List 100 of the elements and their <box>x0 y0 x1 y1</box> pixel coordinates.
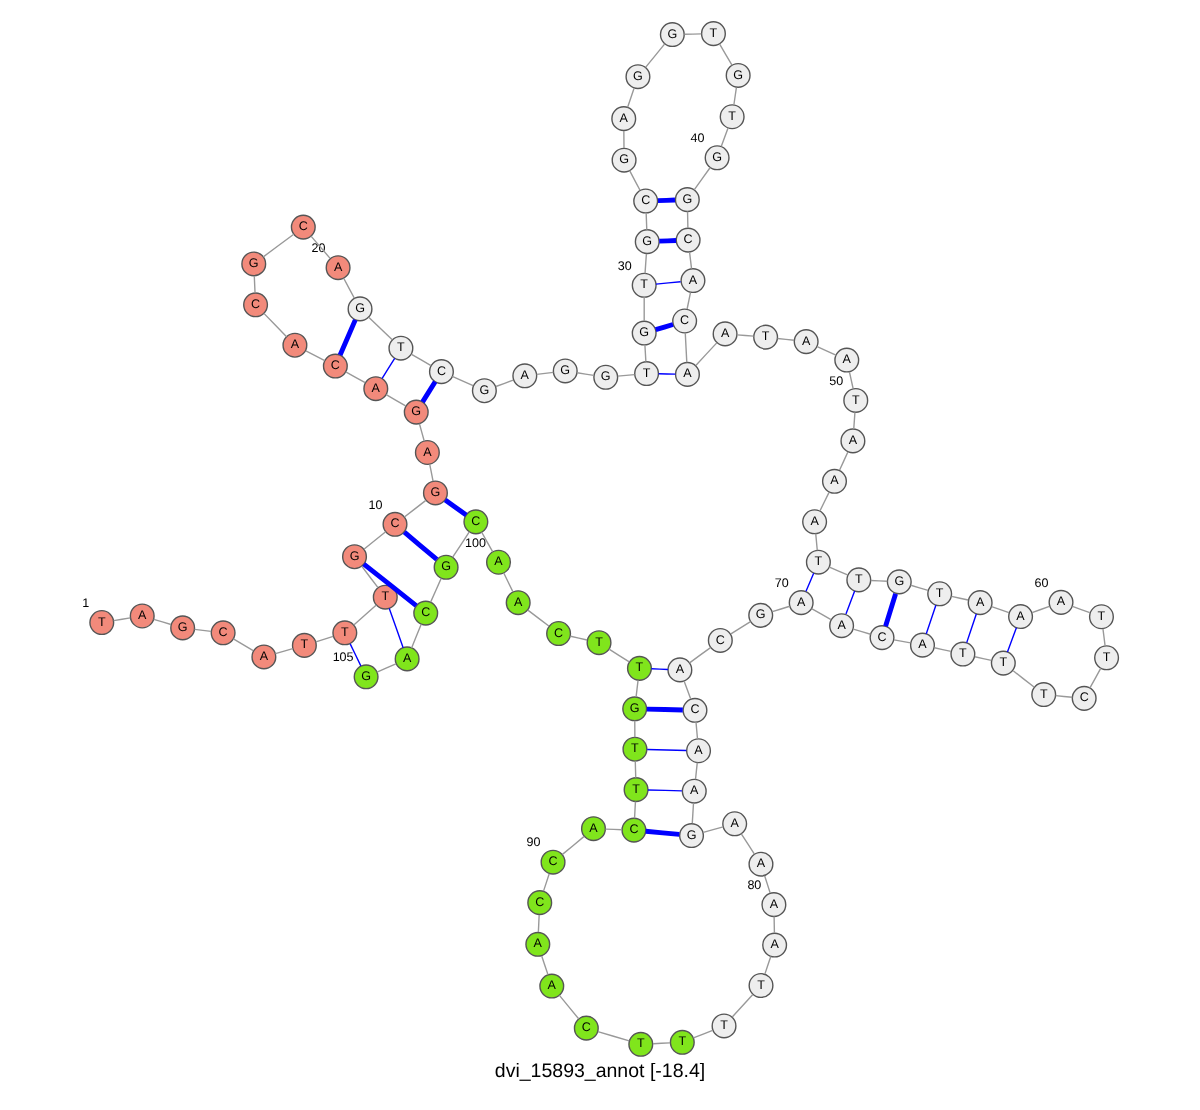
connector <box>362 562 418 608</box>
connector <box>451 375 474 387</box>
connector <box>628 170 641 191</box>
connector <box>933 647 952 653</box>
connector <box>870 579 888 582</box>
connector <box>718 43 733 66</box>
connector <box>1006 627 1018 653</box>
connector <box>645 828 680 837</box>
connector <box>410 353 432 367</box>
connector <box>650 668 669 671</box>
caption: dvi_15893_annot [-18.4] <box>494 1061 706 1084</box>
connector <box>966 613 977 644</box>
connector <box>720 127 729 147</box>
connector <box>349 643 362 667</box>
connector <box>1089 667 1102 689</box>
connector <box>644 253 648 275</box>
connector <box>845 590 856 615</box>
connector <box>688 251 693 270</box>
connector <box>353 604 377 626</box>
connector <box>361 565 379 589</box>
connector <box>702 826 724 834</box>
connector <box>262 233 295 258</box>
connector <box>657 373 677 375</box>
connector <box>418 423 425 442</box>
connector <box>683 680 692 700</box>
connector <box>315 635 334 643</box>
connector <box>828 566 849 576</box>
connector <box>838 451 849 471</box>
connector <box>1055 694 1073 698</box>
connector <box>736 334 755 337</box>
connector <box>646 748 687 752</box>
connector <box>688 646 712 664</box>
connector <box>569 635 588 641</box>
connector <box>113 617 131 622</box>
connector <box>893 639 912 644</box>
connector <box>1102 628 1106 647</box>
connector <box>815 533 818 551</box>
connector <box>644 43 666 69</box>
connector <box>633 800 637 819</box>
connector <box>403 499 427 518</box>
connector <box>527 609 550 627</box>
connector <box>692 1029 714 1039</box>
connector <box>402 530 439 562</box>
connector <box>805 572 815 592</box>
connector <box>537 914 540 933</box>
connector <box>623 130 625 149</box>
connector <box>561 835 585 856</box>
connector <box>1012 670 1036 688</box>
connector <box>695 721 699 740</box>
connector <box>153 618 172 626</box>
connector <box>974 656 993 662</box>
connector <box>376 663 397 673</box>
connector <box>452 531 470 558</box>
connector <box>816 345 837 356</box>
connector <box>646 706 683 713</box>
connector <box>542 873 550 892</box>
connector <box>731 993 754 1018</box>
connector <box>274 648 294 655</box>
connector <box>730 620 752 635</box>
connector <box>345 371 366 384</box>
connector <box>597 1030 630 1042</box>
connector <box>368 316 393 341</box>
connector <box>644 344 647 363</box>
connector <box>771 605 791 613</box>
connector <box>363 531 387 550</box>
connector <box>695 342 718 367</box>
connector <box>443 497 468 517</box>
connector <box>253 275 256 294</box>
connector <box>763 874 771 894</box>
connector <box>495 379 514 388</box>
connector <box>910 584 929 592</box>
connector <box>654 322 674 332</box>
connector <box>1031 605 1051 614</box>
connector <box>683 33 702 35</box>
connector <box>990 605 1010 614</box>
connector <box>686 291 692 310</box>
connector <box>740 833 756 855</box>
connector <box>193 628 212 633</box>
connector <box>655 281 682 285</box>
connector <box>691 802 695 824</box>
connector <box>733 86 738 106</box>
connector <box>659 238 677 244</box>
connector <box>429 463 434 482</box>
connector <box>693 166 711 191</box>
connector <box>848 371 854 390</box>
connector <box>263 312 288 338</box>
connector <box>694 761 698 780</box>
connector <box>541 955 549 976</box>
connector <box>410 623 422 649</box>
connector <box>536 371 554 376</box>
connector <box>819 491 830 512</box>
connector <box>643 296 645 322</box>
connector <box>305 350 326 362</box>
connector <box>652 1042 671 1045</box>
connector <box>481 531 494 553</box>
connector <box>617 373 636 377</box>
connector <box>634 720 636 738</box>
connector <box>764 955 772 975</box>
connector <box>883 592 898 627</box>
connector <box>773 915 776 934</box>
